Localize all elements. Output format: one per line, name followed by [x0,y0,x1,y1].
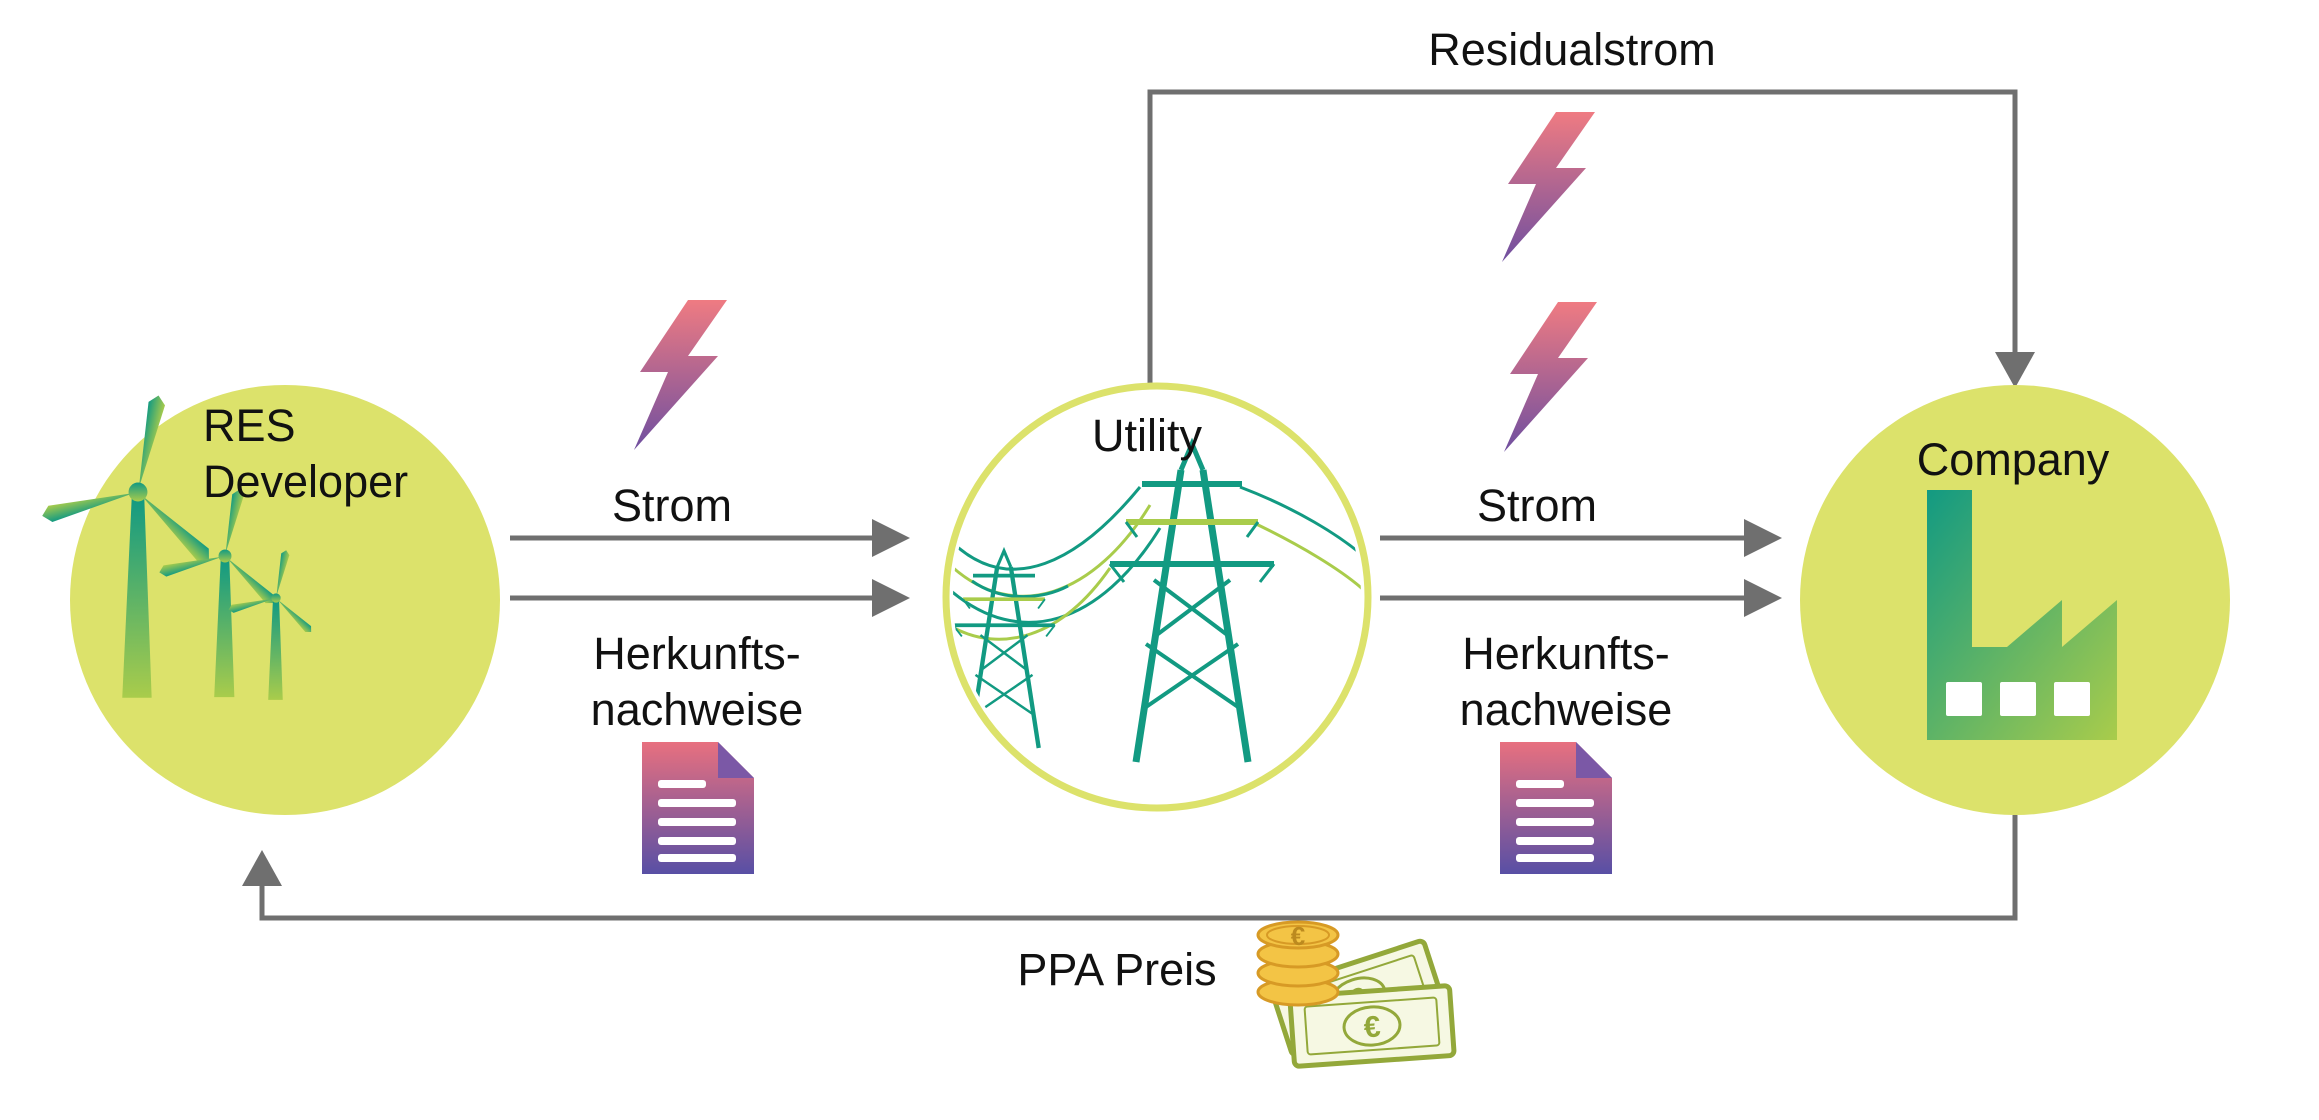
herkunftsnachweise-arrow-left [510,579,910,617]
res-developer-node [70,385,500,815]
money-coins-banknotes-icon: € [1256,920,1454,1066]
company-node [1800,385,2230,815]
svg-text:€: € [1291,921,1305,951]
strom-arrow-left [510,519,910,557]
strom-arrow-right [1380,519,1782,557]
res-developer-label: RES Developer [203,400,409,507]
residualstrom-label: Residualstrom [1428,24,1716,75]
company-label: Company [1916,434,2110,485]
lightning-bolt-icon [1504,302,1597,452]
strom-right-label: Strom [1476,480,1598,531]
certificate-document-icon [1500,742,1612,874]
certificate-document-icon [642,742,754,874]
lightning-bolt-icon [634,300,727,450]
herkunftsnachweise-left-label: Herkunfts- nachweise [590,628,804,735]
utility-label: Utility [1092,410,1202,461]
factory-icon [1927,490,2117,740]
herkunftsnachweise-arrow-right [1380,579,1782,617]
ppa-preis-arrowhead [242,850,282,886]
ppa-preis-label: PPA Preis [1017,944,1217,995]
utility-node [942,382,1372,812]
residualstrom-arrowhead [1995,352,2035,388]
herkunftsnachweise-right-label: Herkunfts- nachweise [1459,628,1673,735]
strom-left-label: Strom [611,480,733,531]
ppa-preis-connector [259,815,2018,921]
lightning-bolt-icon [1502,112,1595,262]
residualstrom-connector [1147,89,2018,388]
